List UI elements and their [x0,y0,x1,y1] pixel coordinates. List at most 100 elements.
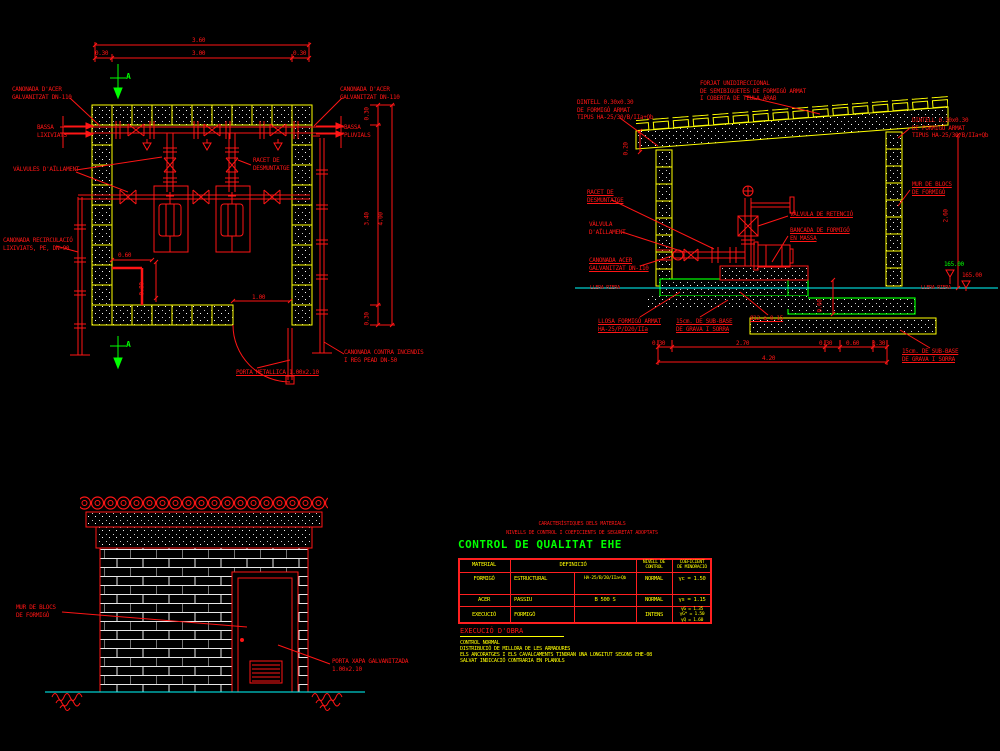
cell-nivell-0: NORMAL [644,575,664,582]
plan-fire-pipe [312,135,332,354]
label-plan-isolation-valves: VÀLVULES D'AÏLLAMENT [13,166,80,173]
label-riverbed-left: LLERA RIERA [590,285,620,291]
dim-plan-total-width: 3.60 [192,37,206,44]
plan-section-marker-top [110,64,126,100]
elevation-view [45,494,365,711]
cell-defa-0: ESTRUCTURAL [514,575,548,582]
cell-material-0: FORMIGÓ [473,575,495,582]
dim-plan-inner-height: 3.40 [363,212,371,226]
cell-material-1: ACER [477,596,491,603]
label-section-subbase-left: 15cm. DE SUB-BASE DE GRAVA I SORRA [676,318,733,333]
dim-plan-door-width: 1.00 [252,294,266,301]
dim-plan-wall-top: 0.30 [363,107,371,121]
label-section-letter-bottom: A [126,340,131,349]
table-border [458,558,712,560]
label-elevation-door: PORTA XAPA GALVANITZADA 1.00x2.10 [332,658,409,673]
col-header-coeficient: COEFICIENT DE MINORACIÓ [677,559,707,570]
quality-subtitle-1: CARACTERÍSTIQUES DELS MATERIALS [538,521,626,527]
label-section-bench: BANCADA DE FORMIGÓ EN MASSA [790,227,850,242]
note-line-2: DISTRIBUCIÓ DE MILLORA DE LES ARMADURES [460,646,571,652]
label-section-slab: LLOSA FORMIGÓ ARMAT HA-25/P/D20/IIa [598,318,661,333]
label-level-top: 165.00 [944,261,964,268]
plan-bench [109,257,159,305]
label-section-roof: FORJAT UNIDIRECCIONAL DE SEMIBIGUETES DE… [700,80,806,102]
cell-coef-2: γG = 1.35 γG* = 1.50 γQ = 1.60 [679,607,705,623]
dim-section-span: 2.70 [736,340,750,347]
cell-defb-2 [574,606,636,624]
cell-defb-1: B 500 S [594,596,616,603]
cell-defa-2: FORMIGÓ [514,611,536,618]
label-plan-basin-left: BASSA LIXIVIATS [37,124,67,139]
quality-table: MATERIAL DEFINICIÓ NIVELL DE CONTROL COE… [458,558,712,624]
label-section-lintel-left: DINTELL 0.30x0.30 DE FORMIGÓ ARMAT TIPUS… [577,99,654,121]
label-section-lintel-right: DINTELL 0.30x0.30 DE FORMIGÓ ARMAT TIPUS… [912,117,989,139]
elevation-leaders [61,611,331,665]
plan-recirculation-pipe [70,197,90,356]
section-subbase-left [648,296,808,309]
elevation-door [231,571,299,693]
cell-coef-1: γs = 1.15 [678,596,706,603]
plan-basin-arrows [62,116,345,148]
plan-door-dim [230,298,293,304]
label-level-ground: 165.00 [962,272,982,279]
section-level-markers [945,269,971,291]
section-roof-slab [635,106,949,150]
label-plan-fire-pipe: CANONADA CONTRA INCENDIS I REG PEAD DN-5… [344,349,424,364]
dim-section-height: 2.60 [942,209,950,223]
plan-walls [91,104,313,326]
plan-pumps [153,133,251,253]
plan-leaders [55,97,345,369]
label-section-check-valve: VÀLVULA DE RETENCIÓ [790,211,853,218]
dim-plan-inner-width: 3.00 [192,50,206,57]
plan-collector-pipe [78,189,310,205]
plan-top-dims [92,42,312,62]
label-plan-recirculation: CANONADA RECIRCULACIÓ LIXIVIATS, PE, DN-… [3,237,73,252]
dim-section-wall-3: 0.30 [872,340,886,347]
dim-section-lintel: 0.20 [622,142,630,156]
label-section-steel-pipe: CANONADA ACER GALVANITZAT DN-110 [589,257,649,272]
dim-plan-wall-right: 0.30 [293,50,307,57]
plan-right-dims [370,102,395,328]
label-plan-pipe-right: CANONADA D'ACER GALVANITZAT DN-110 [340,86,400,101]
label-plan-door: PORTA METALLICA 1.00x2.10 [236,369,319,376]
elevation-roof-band [95,526,313,549]
plan-header-pipe [60,121,344,152]
label-plan-pipe-left: CANONADA D'ACER GALVANITZAT DN-110 [12,86,72,101]
label-section-isolation-valve: VÀLVULA D'AÏLLAMENT [589,221,626,236]
col-header-nivell: NIVELL DE CONTROL [642,559,666,570]
dim-plan-total-height: 4.00 [377,212,385,226]
dim-section-wall-2: 0.30 [819,340,833,347]
section-wall-joints [656,148,902,270]
label-section-block-wall: MUR DE BLOCS DE FORMIGÓ [912,181,952,196]
dim-section-pit-depth: 0.60 [816,299,824,313]
plan-section-marker-bottom [110,336,126,370]
note-line-3: ELS ANCORATGES I ELS CAVALCAMENTS TINDRA… [460,652,652,658]
plan-view [55,42,395,385]
section-subbase-right [749,317,937,335]
section-walls [655,131,903,287]
cell-nivell-1: NORMAL [644,596,664,603]
section-leaders [611,95,931,349]
plan-wall-joints [92,105,312,325]
elevation-wall-edges [99,548,309,692]
label-section-rebar: Ø12 a 0.15 [750,315,784,322]
dim-section-pit: 0.60 [846,340,860,347]
col-header-material: MATERIAL [471,561,497,568]
section-roof-tiles [636,96,948,131]
elevation-roof-curls [80,494,328,513]
cell-material-2: EXECUCIÓ [471,611,497,618]
elevation-ground-scribble [51,693,343,711]
cell-coef-0: γc = 1.50 [678,575,706,582]
label-section-dismantling: RACET DE DESMUNTATGE [587,189,624,204]
col-header-definicio: DEFINICIÓ [559,561,587,568]
elevation-roof-cap [85,511,323,528]
quality-subtitle-2: NIVELLS DE CONTROL I COEFICIENTS DE SEGU… [506,530,658,536]
notes-title: EXECUCIÓ D'OBRA [460,627,564,637]
plan-door [232,324,295,385]
section-view [575,95,998,365]
section-pump [656,185,809,281]
dim-plan-bench-height: 0.80 [138,282,146,296]
note-line-4: SALVAT INDICACIÓ CONTRARIA EN PLANOLS [460,658,565,664]
